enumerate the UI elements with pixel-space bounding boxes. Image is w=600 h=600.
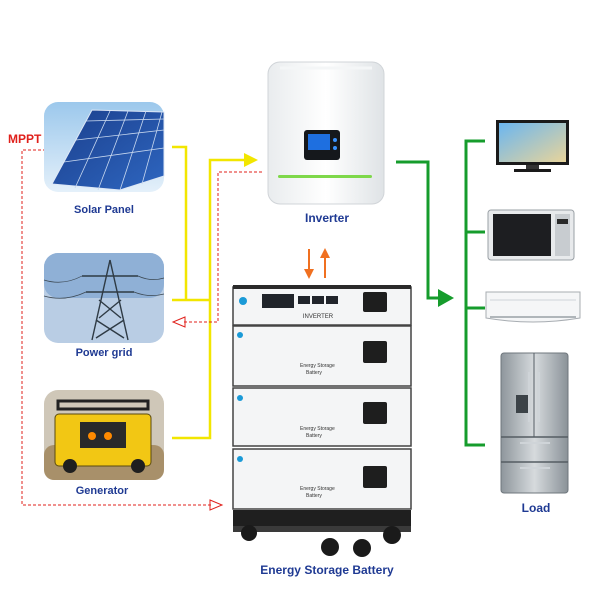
module1-text-line1: Energy Storage bbox=[300, 363, 335, 369]
mppt-dashed-line bbox=[21, 149, 212, 506]
load-arrowhead bbox=[438, 289, 454, 307]
solar-to-inverter-line bbox=[172, 145, 188, 300]
battery-inverter-panel-text: INVERTER bbox=[303, 314, 334, 320]
battery-wheels bbox=[241, 525, 401, 557]
grid-dashed-arrowhead bbox=[171, 316, 186, 328]
inverter-image bbox=[267, 61, 385, 205]
mppt-label: MPPT bbox=[8, 132, 42, 146]
module2-text-line1: Energy Storage bbox=[300, 426, 335, 432]
refrigerator-icon bbox=[500, 352, 569, 494]
discharge-arrow-up-head bbox=[320, 248, 330, 258]
solar-panel-label: Solar Panel bbox=[74, 204, 134, 216]
inverter-to-load-line bbox=[396, 160, 440, 300]
power-grid-image bbox=[43, 253, 165, 343]
inverter-label: Inverter bbox=[305, 211, 349, 225]
module3-text-line1: Energy Storage bbox=[300, 486, 335, 492]
inverter-input-arrowhead bbox=[244, 153, 258, 167]
module1-text-line2: Battery bbox=[306, 370, 322, 376]
inverter-status-led-strip bbox=[278, 175, 372, 178]
connection-lines bbox=[21, 139, 485, 511]
charge-arrow-down-head bbox=[304, 269, 314, 279]
generator-label: Generator bbox=[76, 485, 129, 497]
battery-inverter-lcd bbox=[262, 294, 294, 308]
module2-text-line2: Battery bbox=[306, 433, 322, 439]
pylon-icon bbox=[82, 259, 138, 341]
load-label: Load bbox=[522, 501, 551, 515]
inverter-to-grid-dashed-line bbox=[184, 171, 262, 323]
microwave-icon bbox=[487, 209, 575, 261]
module3-text-line2: Battery bbox=[306, 493, 322, 499]
generator-to-bus-line bbox=[172, 158, 246, 440]
load-bus-line bbox=[464, 139, 485, 447]
tv-icon bbox=[496, 120, 569, 172]
air-conditioner-icon bbox=[485, 291, 581, 323]
mppt-dashed-arrowhead bbox=[209, 499, 224, 511]
generator-image bbox=[44, 390, 164, 480]
power-grid-label: Power grid bbox=[76, 347, 133, 359]
solar-panel-image bbox=[44, 102, 165, 192]
energy-storage-battery-label: Energy Storage Battery bbox=[260, 563, 394, 577]
battery-stack-image bbox=[232, 285, 412, 557]
